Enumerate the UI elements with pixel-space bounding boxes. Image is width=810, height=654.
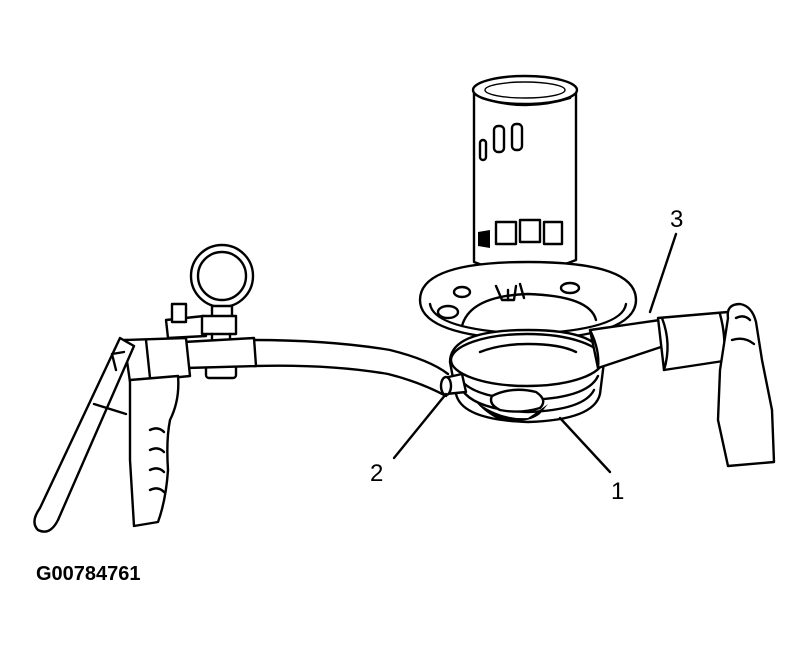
hand	[716, 302, 776, 468]
vacuum-hose	[248, 338, 450, 398]
hand-vacuum-pump	[33, 243, 258, 533]
diaphragm-housing	[448, 328, 606, 424]
vacuum-gauge	[189, 243, 255, 309]
callout-label-2: 2	[370, 460, 384, 487]
pump-lever	[33, 336, 136, 533]
pump-body	[122, 336, 192, 384]
pump-handle	[128, 374, 180, 528]
callout-label-1: 1	[611, 478, 625, 505]
callout-leaders	[392, 232, 678, 474]
leader-line-2	[392, 392, 448, 460]
leader-line-1	[558, 416, 612, 474]
mounting-flange	[418, 260, 638, 342]
valve-assembly	[418, 74, 732, 424]
leader-line-3	[648, 232, 678, 314]
figure-id: G00784761	[36, 563, 141, 585]
outlet-hose-end	[656, 310, 732, 372]
callout-label-3: 3	[670, 206, 684, 233]
